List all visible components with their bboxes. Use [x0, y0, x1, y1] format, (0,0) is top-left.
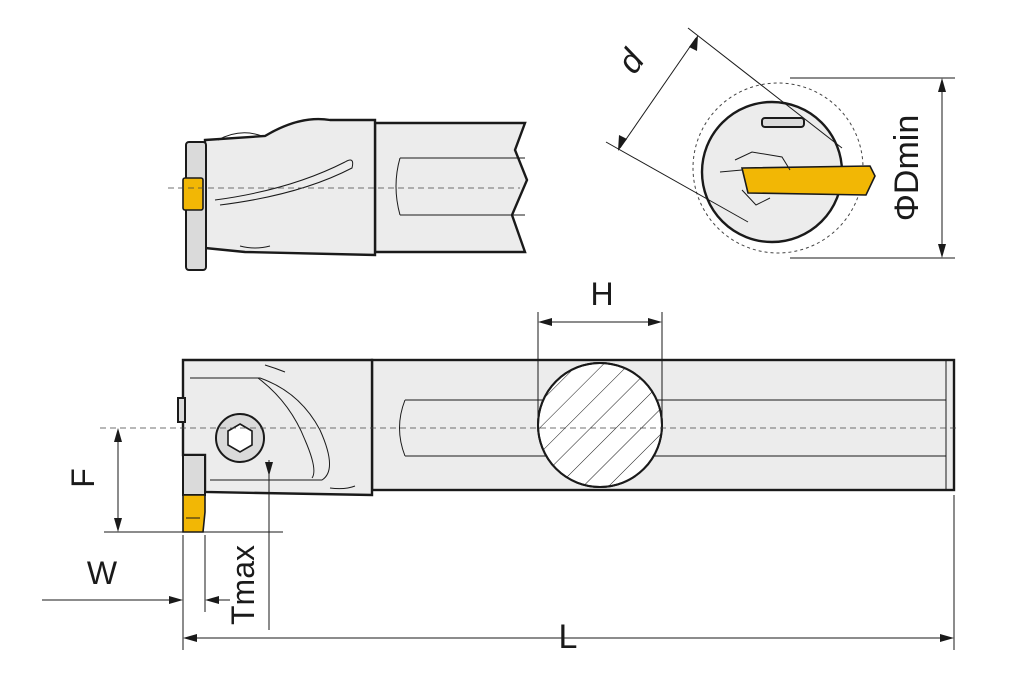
end-view-insert: [740, 165, 876, 196]
l-dimension: [183, 495, 955, 650]
top-view-head: [203, 117, 377, 257]
main-insert: [182, 494, 206, 533]
label-tmax: Tmax: [225, 545, 261, 625]
label-f: F: [65, 468, 101, 488]
insert-arm: [182, 454, 206, 496]
main-shank-flat: [399, 399, 946, 457]
w-dimension: [42, 535, 230, 650]
main-head: [181, 358, 374, 497]
h-dimension: [537, 312, 663, 420]
d-dimension-line: [619, 37, 697, 149]
end-view: [605, 27, 955, 259]
main-side-view: [100, 358, 958, 533]
end-view-slot: [761, 117, 805, 128]
main-head-profile: [190, 377, 330, 481]
top-view-insert: [182, 177, 204, 211]
top-view-top-detail: [217, 132, 271, 249]
label-l: L: [559, 618, 578, 656]
f-dimension: [104, 428, 212, 533]
label-h: H: [590, 276, 613, 312]
label-w: W: [87, 555, 118, 591]
top-view-shank: [373, 121, 529, 254]
end-view-clamp: [719, 151, 791, 206]
top-view-groove: [214, 159, 354, 206]
screw-hex-socket: [227, 423, 253, 453]
label-d: d: [610, 42, 653, 80]
top-side-view: [168, 117, 529, 271]
top-view-flute: [395, 157, 525, 216]
label-dmin: ΦDmin: [888, 115, 926, 221]
tmax-dimension: [205, 460, 283, 630]
